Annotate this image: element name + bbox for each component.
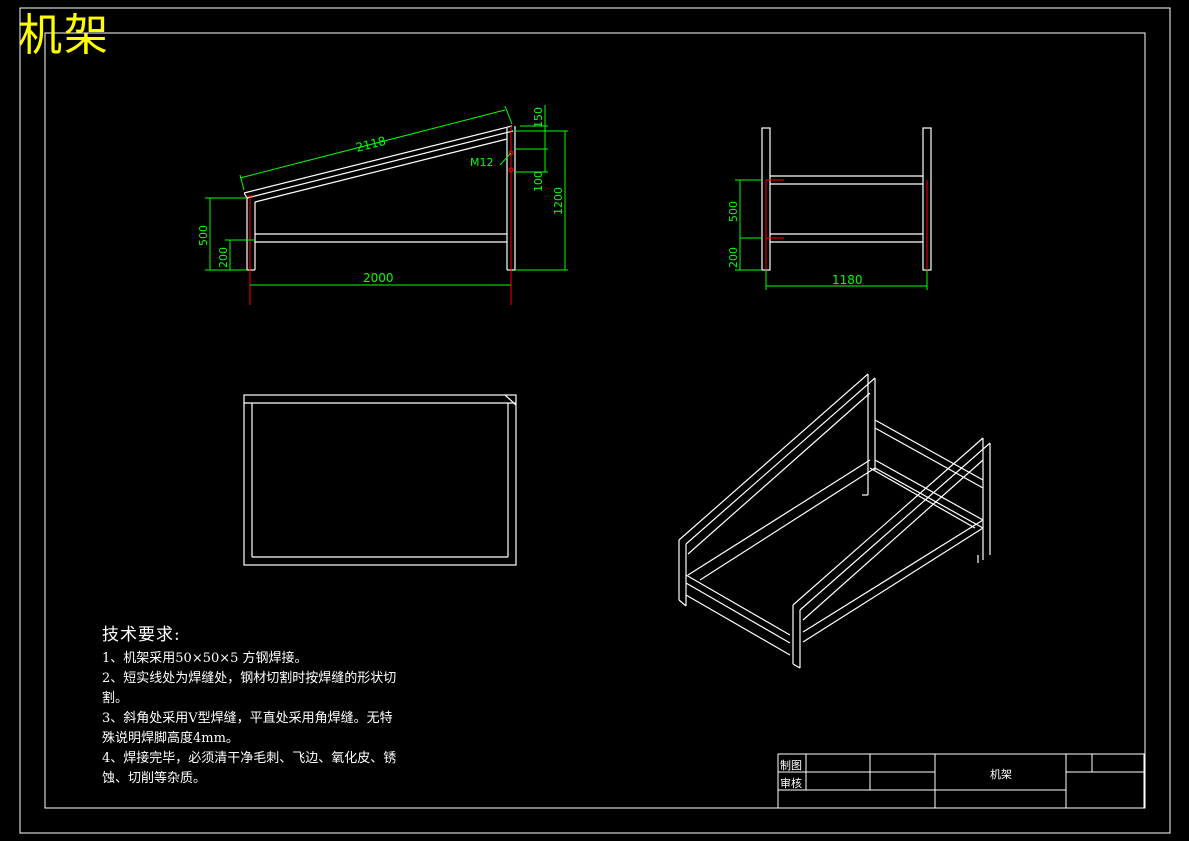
sheet-border-inner (44, 32, 1146, 809)
front-view-dimensions (205, 105, 568, 286)
note-item-4: 4、焊接完毕，必须清干净毛刺、飞边、氧化皮、锈 蚀、切削等杂质。 (102, 751, 397, 786)
drawing-title: 机架 (18, 10, 110, 61)
isometric-view (678, 373, 991, 669)
title-block-drawn-label: 制图 (780, 759, 802, 772)
notes-heading: 技术要求: (102, 625, 181, 645)
side-view (761, 127, 932, 271)
front-dim-200: 200 (217, 247, 230, 268)
front-view (243, 125, 516, 271)
note-item-1: 1、机架采用50×50×5 方钢焊接。 (102, 651, 308, 666)
front-dim-100: 100 (532, 171, 545, 192)
top-view (243, 394, 517, 566)
front-dim-2118: 2118 (354, 134, 387, 155)
note-item-2: 2、短实线处为焊缝处，钢材切割时按焊缝的形状切 割。 (102, 671, 397, 706)
side-view-dimensions (735, 179, 928, 290)
note-item-3: 3、斜角处采用V型焊缝，平直处采用角焊缝。无特 殊说明焊脚高度4mm。 (102, 711, 393, 746)
sheet-border-outer (19, 7, 1171, 834)
front-dim-2000: 2000 (363, 271, 394, 285)
side-dim-500: 500 (727, 201, 740, 222)
front-view-centerlines (247, 126, 514, 305)
title-block-part-name: 机架 (990, 768, 1012, 781)
title-block-checked-label: 审核 (780, 777, 802, 790)
front-dim-m12: M12 (470, 156, 494, 169)
side-dim-200: 200 (727, 247, 740, 268)
side-view-centerlines (765, 179, 928, 270)
front-dim-1200: 1200 (552, 187, 565, 215)
side-dim-1180: 1180 (832, 273, 863, 287)
technical-requirements: 技术要求: 1、机架采用50×50×5 方钢焊接。 2、短实线处为焊缝处，钢材切… (102, 620, 472, 789)
front-dim-150: 150 (532, 107, 545, 128)
front-dim-500: 500 (197, 225, 210, 246)
